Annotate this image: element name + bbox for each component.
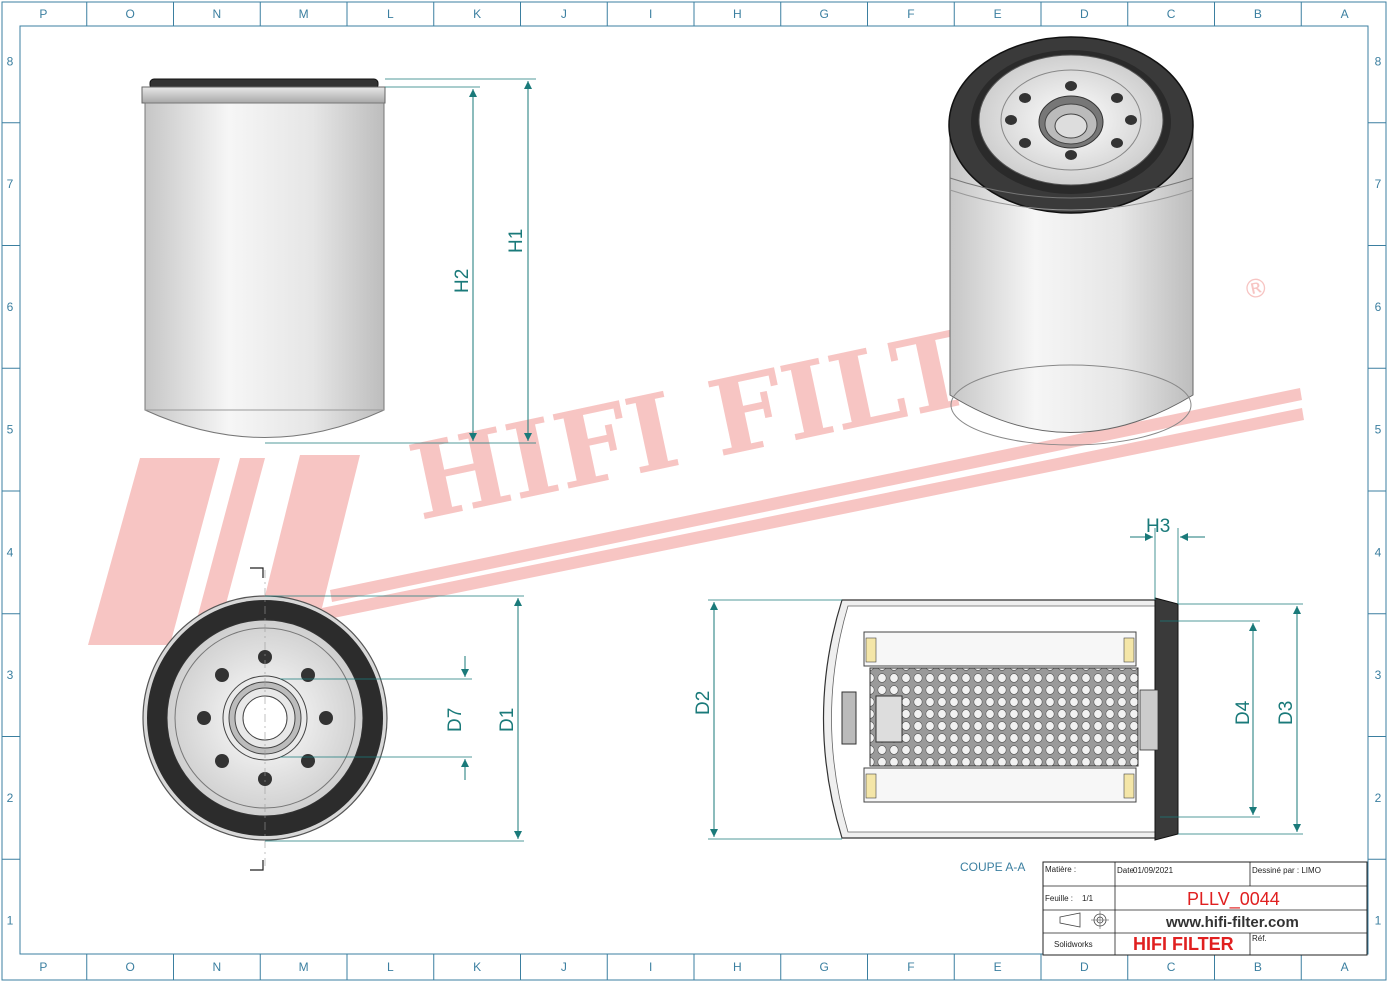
row-label-8: 8 xyxy=(7,54,14,68)
column-label-J: J xyxy=(561,960,567,974)
column-label-L: L xyxy=(387,7,394,21)
column-label-I: I xyxy=(649,960,652,974)
column-label-F: F xyxy=(907,7,914,21)
registered-mark: ® xyxy=(1240,272,1272,307)
feuille-value: 1/1 xyxy=(1082,894,1094,903)
row-label-6: 6 xyxy=(7,300,14,314)
column-label-G: G xyxy=(819,960,828,974)
dimension-d7: D7 xyxy=(280,656,472,780)
column-label-M: M xyxy=(299,7,309,21)
column-label-C: C xyxy=(1167,7,1176,21)
column-label-D: D xyxy=(1080,7,1089,21)
date-value: 01/09/2021 xyxy=(1133,866,1174,875)
section-view xyxy=(822,597,1179,841)
column-label-M: M xyxy=(299,960,309,974)
dessine-par: Dessiné par : LIMO xyxy=(1252,866,1321,875)
h2-label: H2 xyxy=(452,269,473,293)
row-label-1: 1 xyxy=(1375,914,1382,928)
dimension-d3: D3 xyxy=(1178,603,1303,835)
iso-view xyxy=(948,36,1194,446)
row-label-3: 3 xyxy=(7,668,14,682)
column-label-E: E xyxy=(994,960,1002,974)
d2-label: D2 xyxy=(693,691,714,715)
dimension-h2: H2 xyxy=(385,86,480,441)
row-label-6: 6 xyxy=(1375,300,1382,314)
row-label-4: 4 xyxy=(1375,545,1382,559)
row-label-2: 2 xyxy=(1375,791,1382,805)
dimension-h1: H1 xyxy=(265,78,536,444)
row-label-5: 5 xyxy=(1375,423,1382,437)
column-label-N: N xyxy=(213,960,222,974)
column-label-P: P xyxy=(39,960,47,974)
column-label-B: B xyxy=(1254,960,1262,974)
column-label-K: K xyxy=(473,960,481,974)
row-label-7: 7 xyxy=(1375,177,1382,191)
title-block: Matière : Date 01/09/2021 Dessiné par : … xyxy=(1042,861,1368,956)
column-label-O: O xyxy=(125,960,134,974)
column-labels: P P O O N N M M L L K K J J I I H H G G F F E E D D C C B B A A xyxy=(39,7,1348,974)
website: www.hifi-filter.com xyxy=(1165,914,1299,931)
dimension-d2: D2 xyxy=(693,599,842,840)
part-number: PLLV_0044 xyxy=(1187,889,1280,910)
h1-label: H1 xyxy=(506,229,527,253)
column-label-C: C xyxy=(1167,960,1176,974)
ref-label: Réf. xyxy=(1252,934,1267,943)
front-view xyxy=(141,78,386,438)
software-label: Solidworks xyxy=(1054,940,1093,949)
matiere-label: Matière : xyxy=(1045,865,1076,874)
feuille-label: Feuille : xyxy=(1045,894,1073,903)
d4-label: D4 xyxy=(1233,700,1254,725)
brand-name: HIFI FILTER xyxy=(1133,934,1234,954)
row-label-7: 7 xyxy=(7,177,14,191)
top-view xyxy=(142,567,388,871)
column-label-A: A xyxy=(1341,960,1349,974)
column-label-F: F xyxy=(907,960,914,974)
column-label-L: L xyxy=(387,960,394,974)
column-label-B: B xyxy=(1254,7,1262,21)
row-label-5: 5 xyxy=(7,423,14,437)
row-label-8: 8 xyxy=(1375,54,1382,68)
column-label-K: K xyxy=(473,7,481,21)
dimension-d4: D4 xyxy=(1160,620,1260,818)
h3-label: H3 xyxy=(1146,516,1170,537)
row-label-3: 3 xyxy=(1375,668,1382,682)
column-label-H: H xyxy=(733,960,742,974)
section-label: COUPE A-A xyxy=(960,860,1025,874)
column-label-O: O xyxy=(125,7,134,21)
dimension-d1: D1 xyxy=(265,595,524,842)
column-label-G: G xyxy=(819,7,828,21)
column-label-J: J xyxy=(561,7,567,21)
column-label-P: P xyxy=(39,7,47,21)
d7-label: D7 xyxy=(445,708,466,732)
row-label-1: 1 xyxy=(7,914,14,928)
column-label-N: N xyxy=(213,7,222,21)
projection-symbol-icon xyxy=(1059,911,1109,929)
column-label-H: H xyxy=(733,7,742,21)
d3-label: D3 xyxy=(1276,701,1297,725)
column-label-E: E xyxy=(994,7,1002,21)
row-labels: 8 8 7 7 6 6 5 5 4 4 3 3 2 2 1 1 xyxy=(7,54,1382,927)
date-label: Date xyxy=(1117,866,1134,875)
column-label-D: D xyxy=(1080,960,1089,974)
dimension-h3: H3 xyxy=(1130,516,1205,604)
row-label-2: 2 xyxy=(7,791,14,805)
d1-label: D1 xyxy=(497,708,518,732)
column-label-A: A xyxy=(1341,7,1349,21)
row-label-4: 4 xyxy=(7,545,14,559)
column-label-I: I xyxy=(649,7,652,21)
